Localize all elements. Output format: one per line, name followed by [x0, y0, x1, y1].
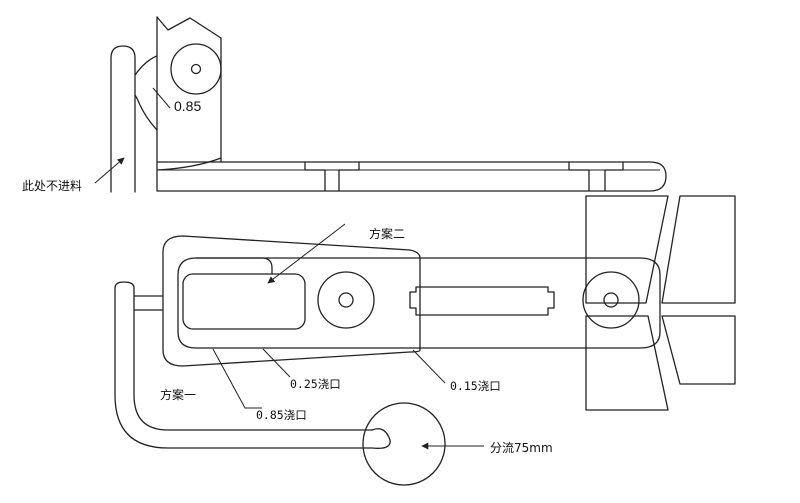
dim-leader-top	[152, 87, 171, 109]
no-feed-label: 此处不进料	[22, 179, 82, 193]
inner-pocket	[182, 273, 306, 330]
bottom-section: 方案二 0.85浇口 0.25浇口 0.15浇口 方案一 分流75mm	[114, 195, 736, 486]
top-section: 0.85 此处不进料	[22, 16, 667, 193]
center-slot	[409, 286, 555, 316]
horizontal-bar	[156, 161, 667, 192]
gate-085-label: 0.85浇口	[256, 408, 307, 422]
boss-left	[317, 271, 375, 329]
boss-right-hole	[603, 292, 619, 308]
block-bottom-left	[585, 315, 669, 411]
boss-right	[582, 271, 640, 329]
block-top-right	[661, 195, 736, 304]
pocket-outline	[195, 257, 273, 275]
no-feed-arrow	[94, 157, 125, 184]
gate-015-leader	[412, 349, 446, 384]
gate-015-label: 0.15浇口	[450, 379, 501, 393]
dim-085-top: 0.85	[174, 98, 201, 114]
gate-025-label: 0.25浇口	[290, 377, 341, 391]
transition-curve	[156, 157, 222, 171]
main-part	[177, 257, 661, 349]
plan-two-arrow	[267, 223, 346, 284]
split-runner-circle	[362, 402, 446, 486]
runner-pipe-inner	[114, 287, 373, 449]
outer-frame	[162, 235, 421, 367]
plan-one-label: 方案一	[160, 387, 196, 402]
gate-025-leader	[262, 348, 291, 378]
top-tab	[156, 16, 222, 163]
t-slot-2	[568, 161, 624, 192]
plan-two-label: 方案二	[369, 226, 405, 241]
connector-arc	[134, 55, 158, 76]
t-slot-1	[304, 161, 360, 192]
block-bottom-right	[661, 315, 736, 385]
vertical-rod	[110, 45, 136, 193]
block-top-left	[585, 195, 669, 304]
runner-end-cap	[371, 428, 391, 449]
boss-left-hole	[338, 292, 354, 308]
top-boss-hole	[190, 63, 202, 75]
top-boss	[170, 43, 222, 95]
gate-085-leader	[212, 348, 262, 409]
split-runner-label: 分流75mm	[490, 441, 553, 455]
connector-arc-lower	[134, 94, 158, 131]
runner-pipe-outer	[114, 281, 373, 431]
